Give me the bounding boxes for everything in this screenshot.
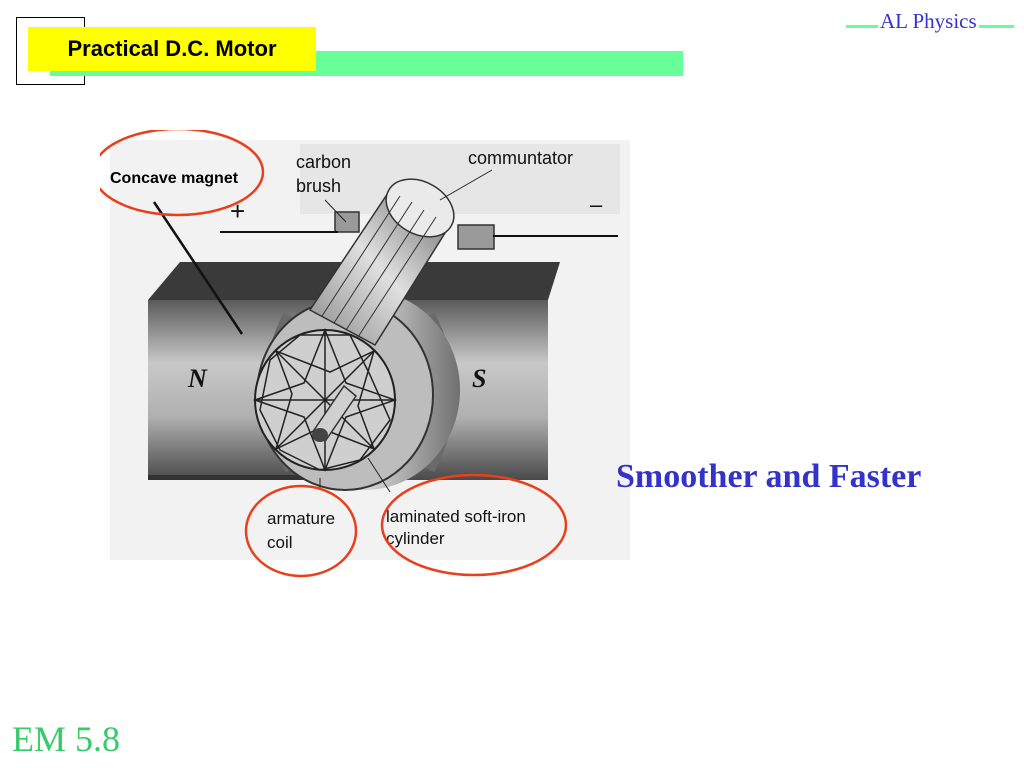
minus-sign: –	[590, 192, 603, 217]
dc-motor-diagram: N S + – carbon brush communtator armatur…	[100, 130, 630, 578]
armature-label-line1: armature	[267, 509, 335, 528]
armature-coil-highlight	[244, 484, 358, 578]
concave-magnet-label: Concave magnet	[110, 170, 239, 187]
armature-label-line2: coil	[267, 533, 293, 552]
armature-coil-windings	[252, 327, 398, 473]
laminated-label-line1: laminated soft-iron	[386, 507, 526, 526]
laminated-label-line2: cylinder	[386, 529, 445, 548]
armature-cylinder	[252, 290, 460, 491]
commutator-label: communtator	[468, 148, 573, 168]
slide-subtitle: Smoother and Faster	[616, 458, 922, 495]
south-label: S	[472, 364, 486, 393]
north-label: N	[187, 364, 208, 393]
slide-number: EM 5.8	[12, 719, 120, 759]
carbon-brushes	[334, 211, 495, 250]
commutator	[308, 178, 455, 346]
brand-label: AL Physics	[878, 9, 979, 34]
laminated-cylinder-highlight	[380, 473, 568, 577]
brush-label: brush	[296, 176, 341, 196]
page-title: Practical D.C. Motor	[28, 27, 316, 71]
concave-magnet-highlight	[100, 130, 265, 217]
concave-magnet-pointer	[152, 201, 244, 335]
carbon-label: carbon	[296, 152, 351, 172]
